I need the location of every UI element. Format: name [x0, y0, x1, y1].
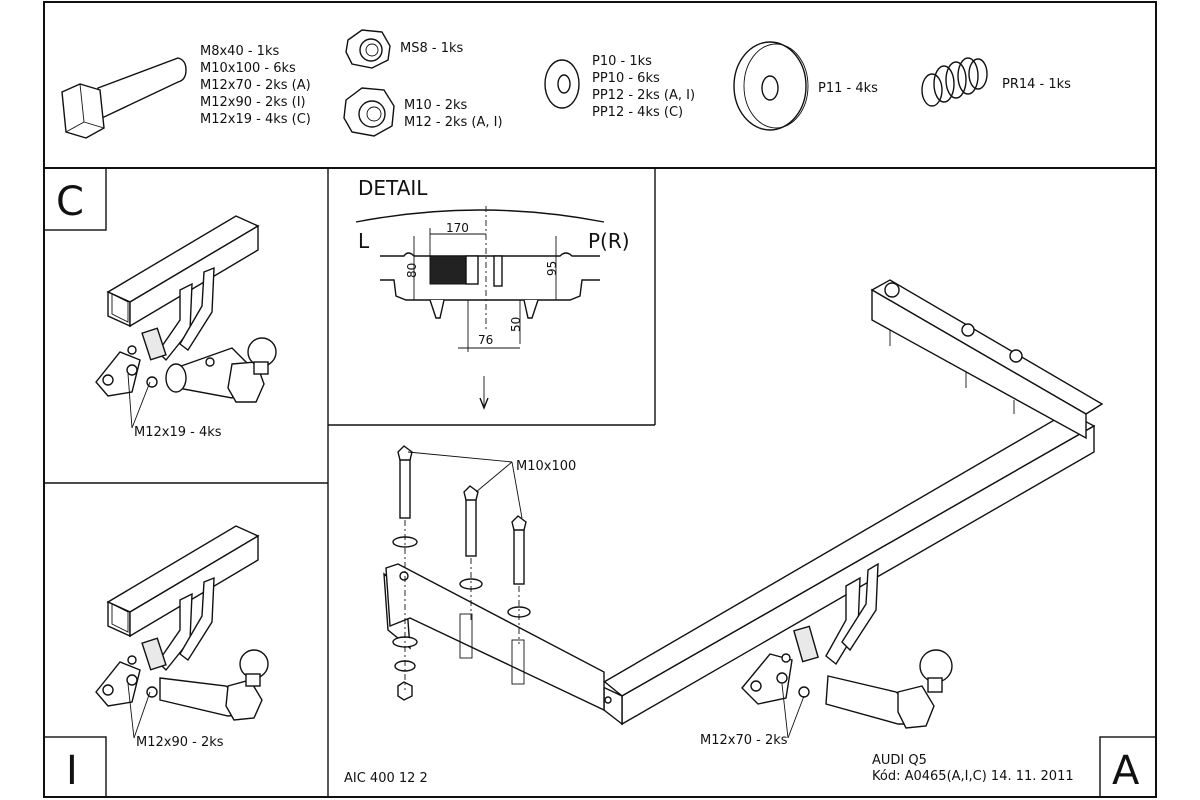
detail-panel: DETAIL L P(R) 170 80 95 50 [355, 176, 630, 410]
callout-leader-i [127, 683, 151, 739]
panel-i: I M12x90 - 2ks [43, 525, 269, 798]
panel-c-letter: C [56, 179, 84, 225]
bracket-i [95, 576, 215, 707]
bolt-set-2 [459, 485, 483, 620]
callout-leader-c [127, 373, 151, 429]
small-nut-icon [345, 29, 391, 69]
product-code: Kód: A0465(A,I,C) 14. 11. 2011 [872, 769, 1074, 784]
large-nut-spec-2: M12 - 2ks (A, I) [404, 115, 503, 130]
crossbar [383, 411, 1096, 726]
panel-a-ball-callout: M12x70 - 2ks [700, 733, 788, 748]
side-arm-right [870, 279, 1104, 440]
hex-bolt-icon [61, 57, 187, 139]
tow-ball-i [159, 649, 269, 721]
detail-dim-95: 95 [545, 236, 559, 300]
svg-text:76: 76 [478, 333, 493, 347]
bolt-spec-1: M8x40 - 1ks [200, 44, 279, 59]
tube-section-i [106, 525, 260, 638]
drawing-number: AIC 400 12 2 [344, 771, 428, 786]
tow-ball-c [165, 337, 277, 403]
detail-left-label: L [358, 229, 370, 253]
panel-c: C M12x19 - 4ks [43, 167, 277, 440]
washer-spec-4: PP12 - 4ks (C) [592, 105, 683, 120]
small-nut-spec: MS8 - 1ks [400, 41, 463, 56]
bolt-spec-5: M12x19 - 4ks (C) [200, 112, 311, 127]
svg-text:80: 80 [405, 263, 419, 278]
large-washer-spec: P11 - 4ks [818, 81, 878, 96]
title-block: AIC 400 12 2 AUDI Q5 Kód: A0465(A,I,C) 1… [344, 753, 1074, 786]
washer-spec-2: PP10 - 6ks [592, 71, 660, 86]
svg-text:170: 170 [446, 221, 469, 235]
detail-dim-170: 170 [429, 221, 486, 256]
panel-i-letter: I [66, 748, 78, 794]
svg-text:95: 95 [545, 261, 559, 276]
panel-c-callout: M12x19 - 4ks [134, 425, 222, 440]
spring-spec: PR14 - 1ks [1002, 77, 1071, 92]
vehicle-model: AUDI Q5 [872, 753, 927, 768]
detail-title: DETAIL [358, 176, 428, 200]
side-plate-left [385, 563, 612, 712]
drawing-frame [43, 1, 1157, 798]
tube-section-c [106, 215, 260, 328]
panel-a-letter: A [1112, 748, 1140, 794]
callout-leader-ball [781, 683, 805, 739]
washer-icon [544, 59, 580, 109]
svg-text:50: 50 [509, 317, 523, 332]
washer-spec-1: P10 - 1ks [592, 54, 652, 69]
bolt-spec-2: M10x100 - 6ks [200, 61, 296, 76]
large-nut-icon [343, 87, 395, 137]
callout-leader-bolts [407, 451, 523, 519]
parts-list: M8x40 - 1ks M10x100 - 6ks M12x70 - 2ks (… [61, 29, 1071, 139]
detail-dim-50: 50 [509, 300, 523, 344]
bolt-set-1 [392, 445, 418, 701]
panel-i-callout: M12x90 - 2ks [136, 735, 224, 750]
large-washer-icon [733, 41, 809, 131]
detail-dim-80: 80 [405, 236, 419, 300]
spring-icon [921, 57, 988, 107]
washer-spec-3: PP12 - 2ks (A, I) [592, 88, 695, 103]
tow-ball-a [741, 562, 953, 729]
bolt-spec-4: M12x90 - 2ks (I) [200, 95, 306, 110]
panel-a-bolt-callout: M10x100 [516, 459, 576, 474]
detail-dim-76: 76 [458, 300, 520, 352]
large-nut-spec-1: M10 - 2ks [404, 98, 468, 113]
detail-hitch-block [429, 255, 467, 285]
bolt-set-3 [507, 515, 531, 644]
detail-right-label: P(R) [588, 229, 630, 253]
panel-a: M10x100 M12x70 - 2ks A [383, 279, 1157, 798]
bolt-spec-3: M12x70 - 2ks (A) [200, 78, 311, 93]
down-arrow-icon [479, 376, 489, 410]
